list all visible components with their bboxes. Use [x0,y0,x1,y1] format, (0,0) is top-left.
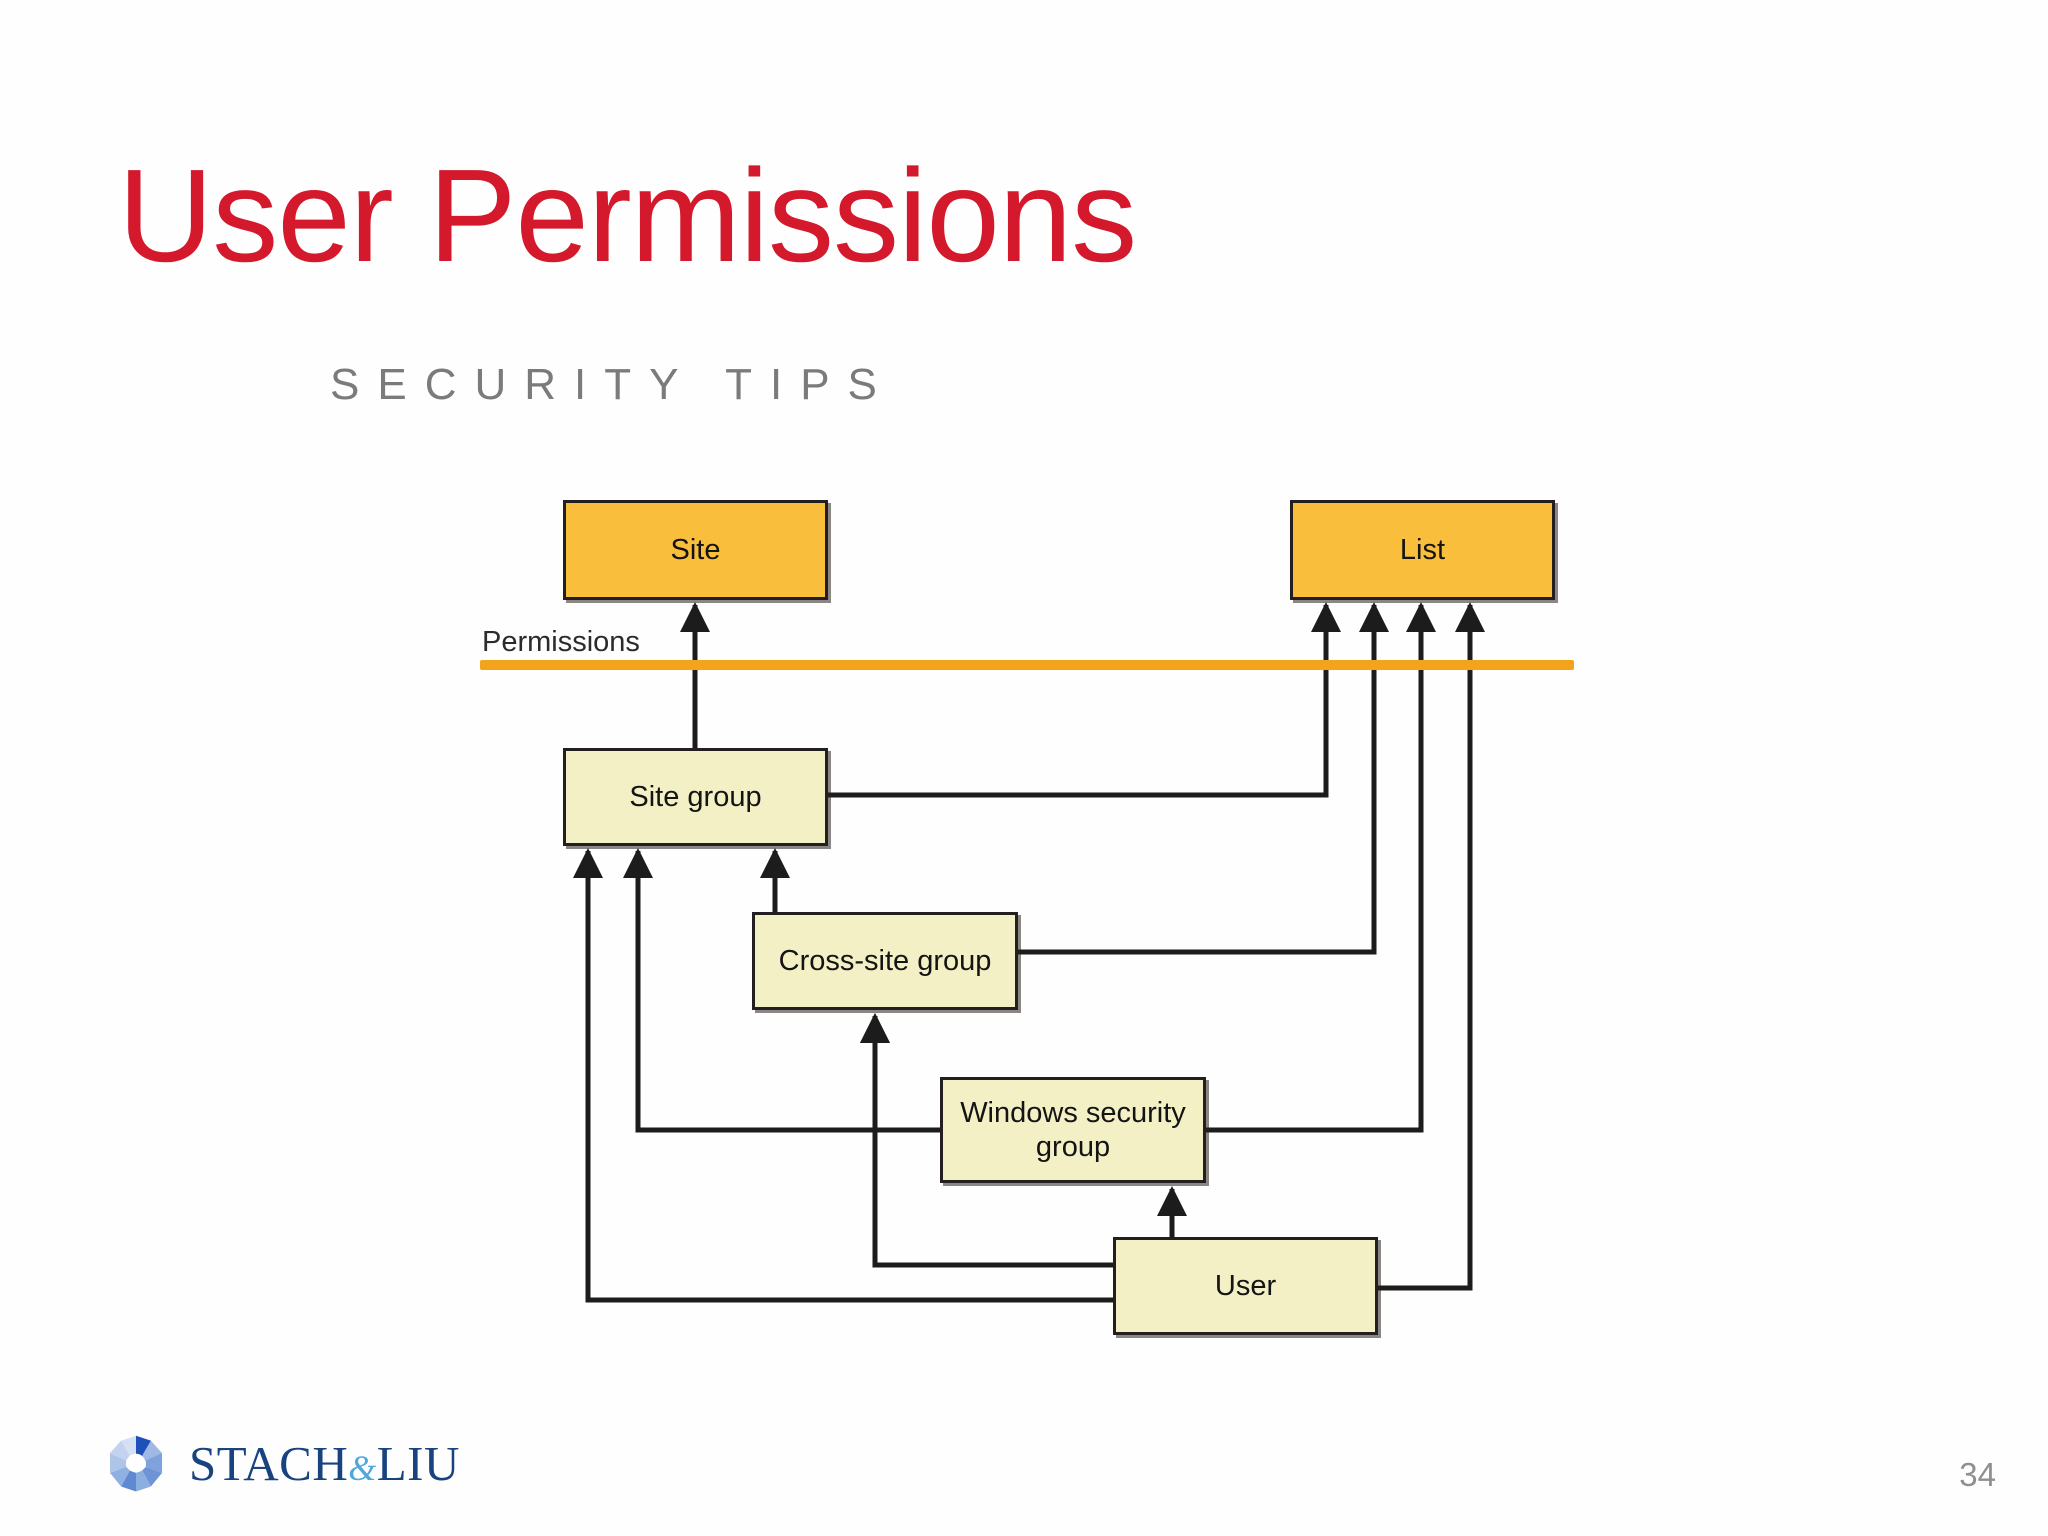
diagram-node-site[interactable]: Site [563,500,828,600]
page-subtitle: SECURITY TIPS [330,360,895,409]
page-title: User Permissions [118,142,1137,289]
brand-wordmark-liu: LIU [376,1435,460,1491]
diagram-node-label: Site [670,533,721,566]
brand-logo: STACH&LIU [105,1432,460,1494]
diagram-node-label: Cross-site group [778,944,992,977]
brand-wordmark: STACH&LIU [189,1435,460,1492]
edge-user-to-list [1378,602,1485,1291]
diagram-node-user[interactable]: User [1113,1237,1378,1335]
diagram-node-site-group[interactable]: Site group [563,748,828,846]
diagram-node-windows-security-group[interactable]: Windows security group [940,1077,1206,1183]
edge-winsec-to-list [1206,602,1436,1133]
brand-wordmark-stach: STACH [189,1435,349,1491]
permissions-boundary-label: Permissions [482,626,640,658]
diagram-node-label: Windows security group [960,1096,1186,1163]
permissions-boundary-line [480,660,1574,670]
diagram-node-list[interactable]: List [1290,500,1555,600]
diagram-node-cross-site-group[interactable]: Cross-site group [752,912,1018,1010]
edge-sitegroup-to-list [828,602,1341,798]
slide-page-number: 34 [1959,1456,1996,1493]
diagram-node-label: User [1214,1269,1277,1302]
edge-crosssite-to-list [1018,602,1389,955]
diagram-node-label: List [1399,533,1446,566]
brand-wordmark-ampersand: & [348,1447,377,1488]
diagram-node-label: Site group [629,780,762,813]
stach-liu-pinwheel-icon [105,1432,167,1494]
